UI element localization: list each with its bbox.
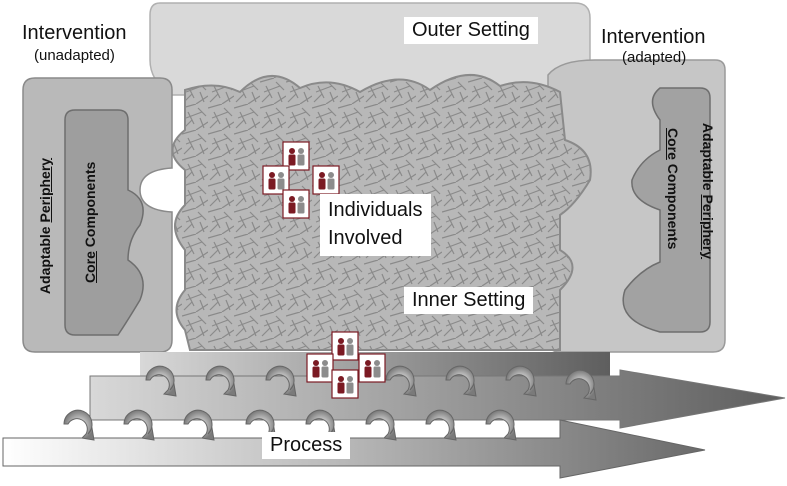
intervention-adapted-title: Intervention bbox=[601, 26, 706, 49]
individuals-line-1: Individuals bbox=[328, 199, 423, 221]
core-components-left-shape bbox=[64, 109, 144, 336]
adaptable-word-left: Adaptable bbox=[37, 226, 53, 295]
adaptable-periphery-right-label: Adaptable Periphery bbox=[700, 116, 716, 266]
inner-setting-label: Inner Setting bbox=[404, 287, 534, 314]
outer-setting-label: Outer Setting bbox=[404, 17, 538, 44]
periphery-word-right: Periphery bbox=[700, 194, 716, 260]
cycle-icons-upper bbox=[145, 365, 597, 401]
components-word-right: Components bbox=[665, 163, 681, 250]
periphery-word-left: Periphery bbox=[37, 157, 53, 223]
core-components-right-label: Core Components bbox=[665, 128, 681, 250]
adaptable-word-right: Adaptable bbox=[700, 122, 716, 191]
core-components-left-label: Core Components bbox=[82, 161, 98, 283]
intervention-unadapted-subtitle: (unadapted) bbox=[34, 47, 115, 64]
adaptable-periphery-left-label: Adaptable Periphery bbox=[37, 151, 53, 301]
process-label: Process bbox=[262, 432, 351, 459]
components-word-left: Components bbox=[82, 161, 98, 248]
individuals-line-2: Involved bbox=[328, 227, 403, 249]
individuals-involved-label: Individuals Involved bbox=[320, 194, 431, 256]
core-components-right-shape bbox=[622, 87, 711, 333]
core-word-left: Core bbox=[82, 251, 98, 283]
cycle-icons-lower bbox=[63, 409, 517, 441]
core-word-right: Core bbox=[665, 128, 681, 160]
intervention-adapted-subtitle: (adapted) bbox=[622, 49, 687, 66]
intervention-unadapted-title: Intervention bbox=[22, 22, 127, 44]
process-arrow-front bbox=[2, 419, 706, 479]
